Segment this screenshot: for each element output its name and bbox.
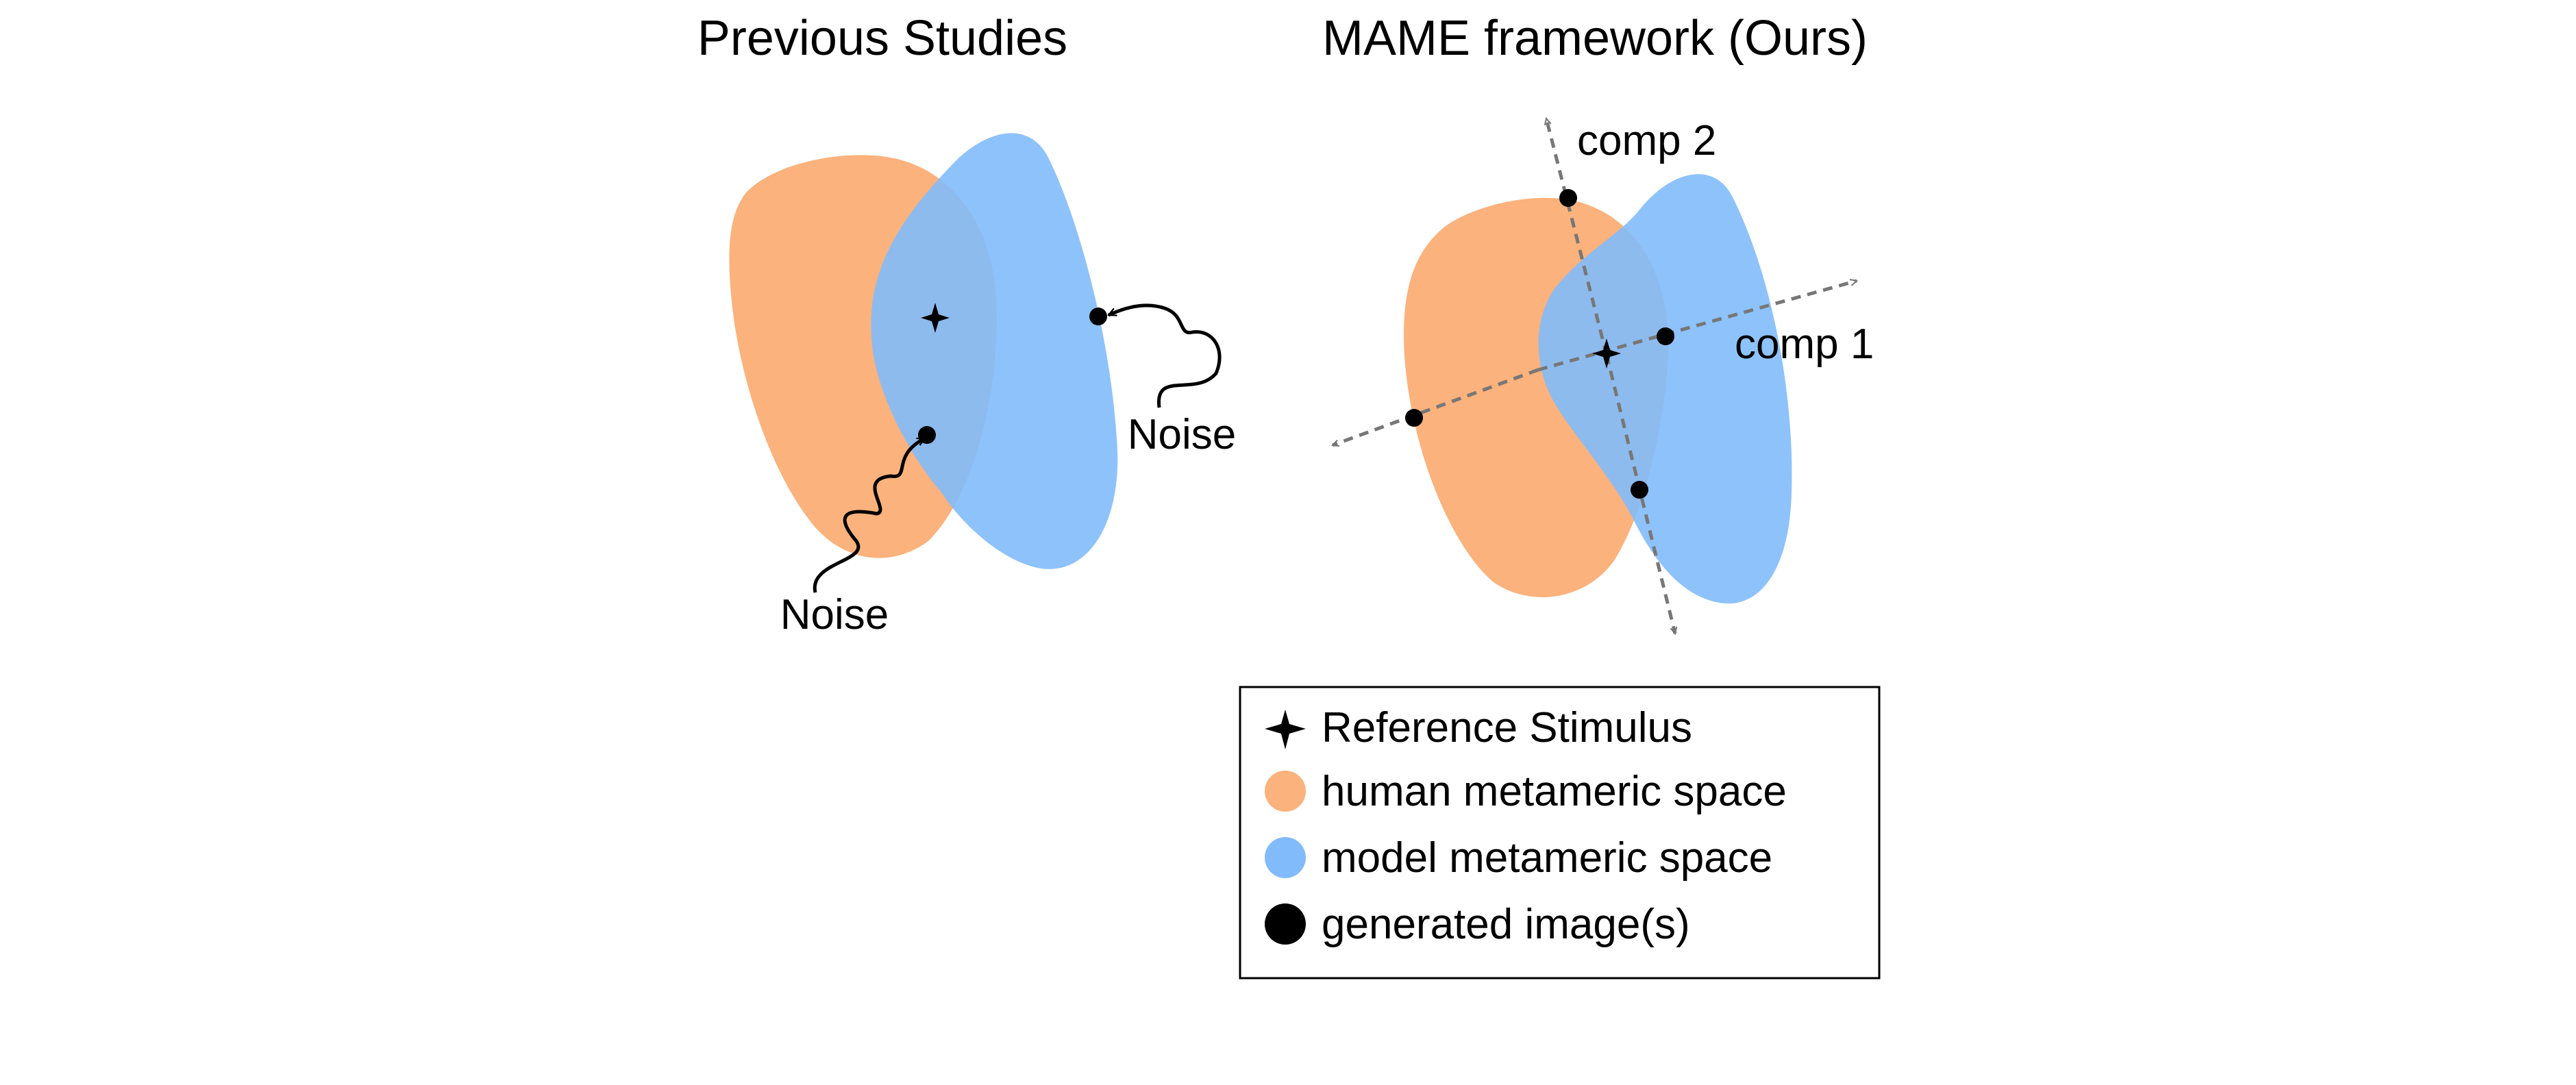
panel-title-mame-framework: MAME framework (Ours) — [1322, 11, 1868, 66]
model-metameric-region — [871, 133, 1118, 569]
generated-image-point — [1631, 481, 1648, 499]
generated-image-legend-icon — [1265, 903, 1306, 945]
legend-item-reference-stimulus: Reference Stimulus — [1322, 704, 1692, 751]
legend-item-generated-images: generated image(s) — [1322, 901, 1690, 948]
comp2-axis-label: comp 2 — [1577, 117, 1716, 164]
model-space-legend-icon — [1265, 837, 1306, 878]
noise-label-bottom: Noise — [780, 591, 889, 638]
comp1-axis — [1333, 368, 1539, 447]
legend-item-model-space: model metameric space — [1322, 834, 1772, 882]
comp2-axis — [1605, 354, 1675, 634]
noise-label-right: Noise — [1128, 411, 1237, 458]
generated-image-point — [1405, 409, 1423, 427]
reference-stimulus-icon — [1592, 338, 1621, 369]
generated-image-point — [1559, 189, 1577, 207]
panel-mame-framework: MAME framework (Ours) comp 2 comp 1 — [1322, 11, 1874, 634]
generated-image-point — [1089, 308, 1107, 325]
reference-stimulus-icon — [921, 303, 950, 333]
reference-stimulus-legend-icon — [1265, 710, 1306, 749]
panel-previous-studies: Previous Studies Noise Noise — [697, 11, 1236, 638]
panel-title-previous-studies: Previous Studies — [697, 11, 1067, 66]
comp1-axis-label: comp 1 — [1735, 321, 1874, 368]
human-space-legend-icon — [1265, 771, 1306, 812]
comp1-axis — [1537, 281, 1857, 372]
legend-item-human-space: human metameric space — [1322, 768, 1787, 815]
comp2-axis — [1546, 119, 1609, 356]
noise-squiggle-arrow — [1109, 303, 1222, 408]
noise-squiggle-arrow — [813, 436, 925, 593]
legend: Reference Stimulus human metameric space… — [1239, 686, 1881, 980]
generated-image-point — [1657, 327, 1674, 345]
legend-box — [1239, 686, 1881, 980]
model-metameric-region — [1538, 174, 1792, 604]
